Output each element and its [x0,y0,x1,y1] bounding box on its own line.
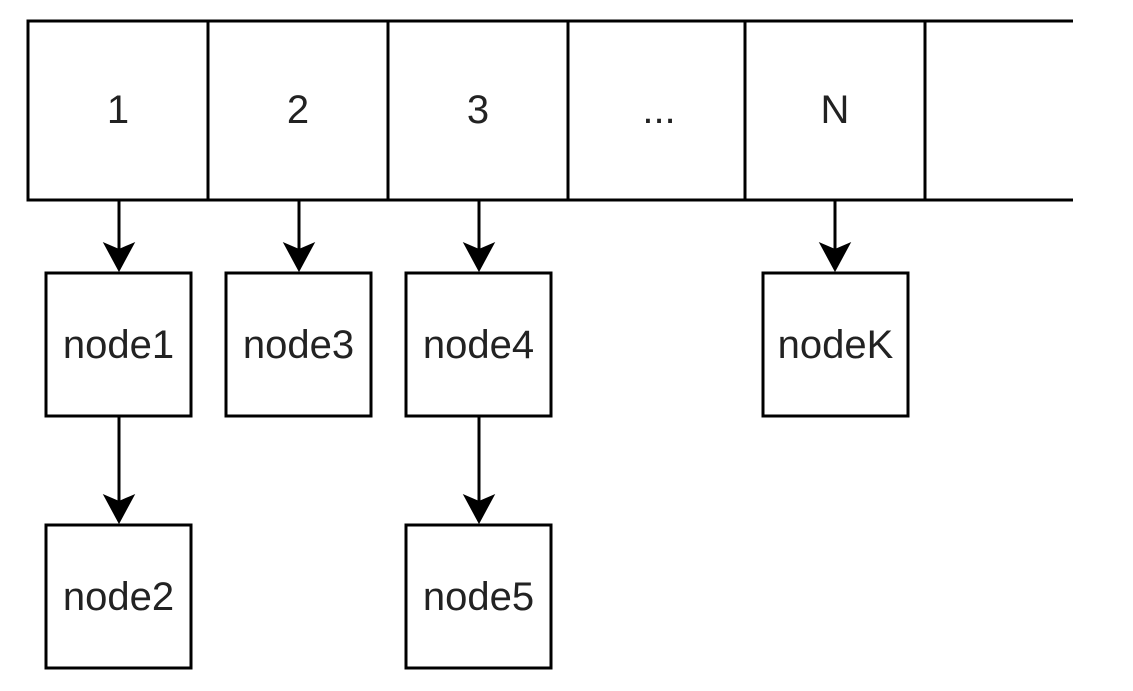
bucket-cell-n: N [743,19,927,202]
node-node3: node3 [224,271,373,418]
arrow-bucket1-to-node1 [102,200,136,273]
bucket-label-2: 2 [287,88,309,132]
node1-label: node1 [63,323,174,367]
arrow-bucket3-to-node4 [462,200,496,273]
node-node4: node4 [404,271,553,418]
node-node5: node5 [404,523,553,670]
bucket-label-3: 3 [467,88,489,132]
bucket-cell-ellipsis: ... [566,19,747,202]
node-node2: node2 [44,523,193,670]
arrow-node1-to-node2 [102,416,136,525]
arrow-bucketn-to-nodek [818,200,852,273]
bucket-array: 1 2 3 ... N [26,19,1073,202]
bucket-label-n: N [821,88,850,132]
bucket-cell-3: 3 [386,19,570,202]
nodek-label: nodeK [778,323,894,367]
node5-label: node5 [423,575,534,619]
node4-label: node4 [423,323,534,367]
bucket-label-ellipsis: ... [642,88,675,132]
bucket-label-1: 1 [107,88,129,132]
arrow-bucket2-to-node3 [282,200,316,273]
bucket-cell-1: 1 [26,19,210,202]
node3-label: node3 [243,323,354,367]
bucket-cell-2: 2 [206,19,390,202]
node-nodek: nodeK [761,271,910,418]
node2-label: node2 [63,575,174,619]
node-node1: node1 [44,271,193,418]
arrow-node4-to-node5 [462,416,496,525]
